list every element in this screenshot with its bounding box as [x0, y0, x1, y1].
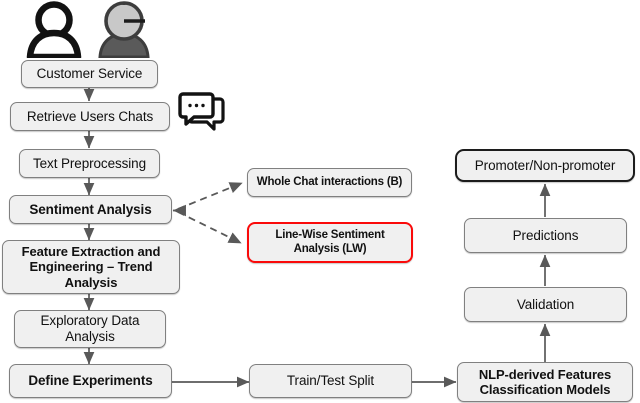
node-sentiment-analysis[interactable]: Sentiment Analysis [9, 195, 172, 224]
node-validation[interactable]: Validation [464, 287, 627, 322]
node-nlp-derived-features-classification-models[interactable]: NLP-derived Features Classification Mode… [457, 362, 633, 402]
node-exploratory-data-analysis[interactable]: Exploratory Data Analysis [14, 310, 166, 348]
agent-headset-person-icon [88, 0, 160, 59]
edge-sentiment-to-whole-chat [177, 182, 243, 210]
customer-person-icon [18, 0, 90, 61]
chat-bubbles-icon [178, 92, 226, 136]
node-retrieve-users-chats[interactable]: Retrieve Users Chats [10, 102, 170, 131]
node-predictions[interactable]: Predictions [464, 218, 627, 253]
node-whole-chat-interactions[interactable]: Whole Chat interactions (B) [247, 168, 412, 197]
node-define-experiments[interactable]: Define Experiments [9, 364, 172, 398]
edge-sentiment-to-line-wise [177, 211, 242, 244]
node-feature-extraction-engineering[interactable]: Feature Extraction and Engineering – Tre… [2, 240, 180, 294]
node-line-wise-sentiment-analysis[interactable]: Line-Wise Sentiment Analysis (LW) [247, 222, 413, 263]
node-customer-service[interactable]: Customer Service [21, 60, 158, 88]
node-promoter-non-promoter[interactable]: Promoter/Non-promoter [455, 149, 635, 182]
node-text-preprocessing[interactable]: Text Preprocessing [19, 149, 160, 178]
node-train-test-split[interactable]: Train/Test Split [249, 364, 412, 398]
